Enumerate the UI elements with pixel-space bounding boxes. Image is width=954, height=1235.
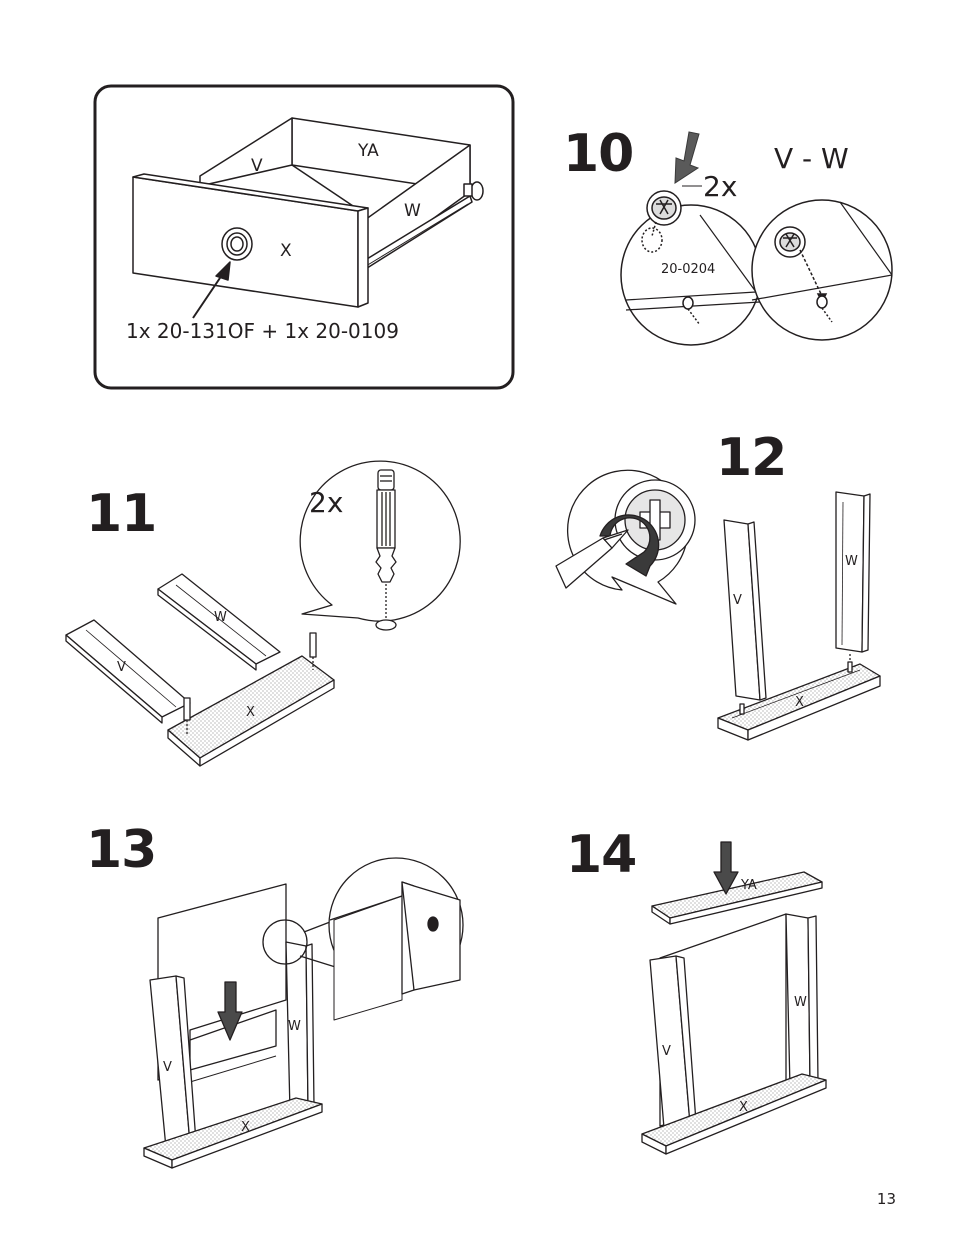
step-12-label-x: X (795, 695, 804, 710)
drawer-illustration (132, 117, 484, 319)
step-14-label-ya: YA (741, 878, 757, 893)
step-10-panels: V - W (774, 142, 849, 175)
drawer-info-box (93, 84, 515, 390)
step-13-illustration (143, 857, 464, 1169)
step-12-label-v: V (733, 593, 742, 608)
step-13-label-w: W (288, 1019, 301, 1034)
drawer-parts-note: 1x 20-131OF + 1x 20-0109 (126, 319, 399, 343)
step-12-illustration (555, 469, 881, 741)
step-11-label-x: X (246, 705, 255, 720)
step-14-label-v: V (662, 1044, 671, 1059)
page-number: 13 (876, 1190, 896, 1208)
drawer-label-right: W (404, 201, 421, 221)
step-10-part-code: 20-0204 (661, 262, 716, 277)
step-10-quantity: 2x (703, 170, 738, 203)
step-11-quantity: 2x (309, 486, 344, 519)
step-12-label-w: W (845, 554, 858, 569)
step-11-label-w: W (214, 610, 227, 625)
step-12-number: 12 (716, 428, 787, 488)
step-13-number: 13 (86, 820, 157, 880)
step-11-label-v: V (117, 660, 126, 675)
step-11-illustration (65, 460, 461, 767)
step-14-label-w: W (794, 995, 807, 1010)
drawer-label-front: X (280, 241, 292, 261)
step-13-label-v: V (163, 1060, 172, 1075)
step-11-number: 11 (86, 484, 157, 544)
step-10-number: 10 (563, 124, 634, 184)
drawer-label-left: V (251, 156, 263, 176)
step-14-label-x: X (739, 1100, 748, 1115)
step-14-number: 14 (566, 825, 637, 885)
step-14-illustration (641, 841, 827, 1155)
drawer-label-back: YA (358, 141, 379, 161)
step-10-illustration (620, 131, 893, 346)
step-13-label-x: X (241, 1120, 250, 1135)
